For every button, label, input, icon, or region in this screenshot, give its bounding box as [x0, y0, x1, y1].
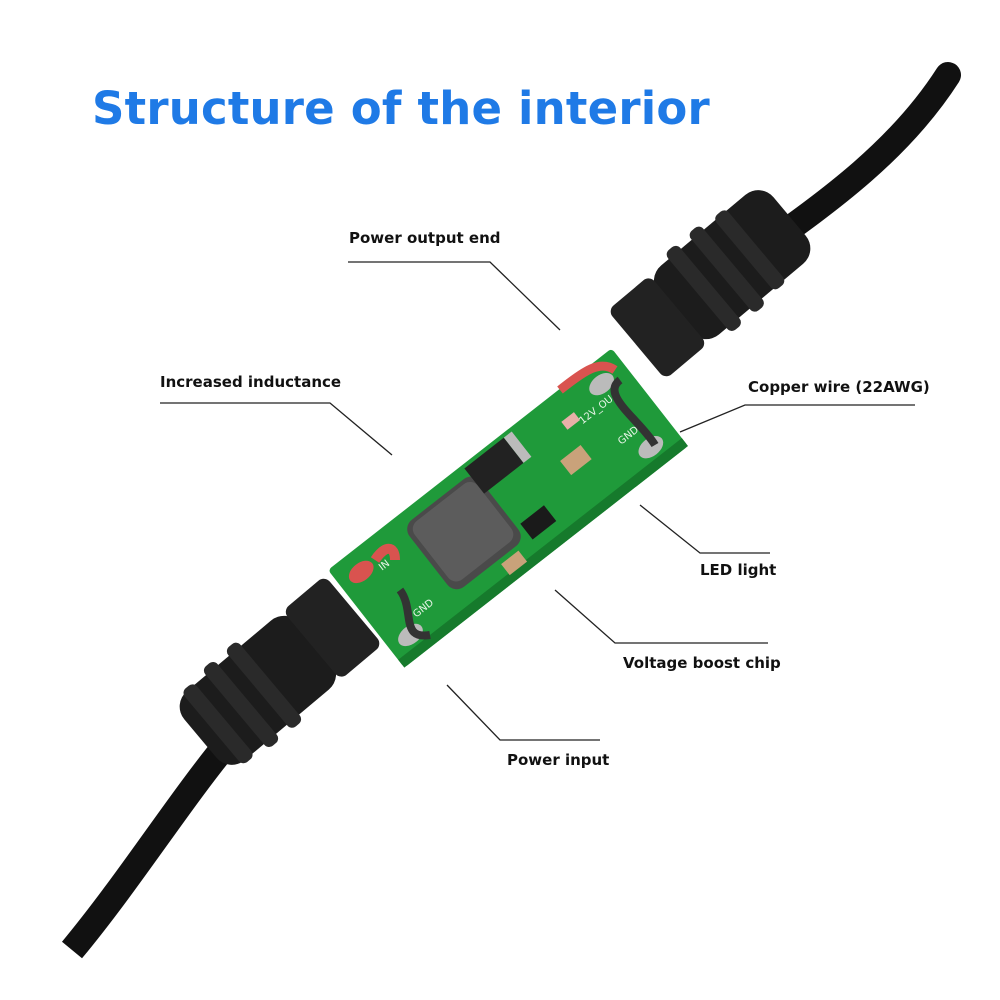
pcb-board: 12V_OU GND IN GND [329, 349, 689, 668]
callout-power-input: Power input [507, 751, 610, 769]
page-title: Structure of the interior [92, 82, 710, 135]
input-strain-relief [179, 578, 380, 765]
input-cable [61, 731, 240, 959]
output-strain-relief [610, 190, 811, 377]
black-wire-out [610, 376, 659, 448]
capacitor [560, 444, 592, 476]
black-wire-in [396, 587, 431, 640]
callout-led-light: LED light [700, 561, 777, 579]
red-wire-in [370, 543, 400, 563]
callout-increased-inductance: Increased inductance [160, 373, 342, 391]
callout-copper-wire: Copper wire (22AWG) [748, 378, 930, 396]
diode [464, 437, 524, 494]
callout-lines [160, 261, 915, 741]
led [561, 412, 581, 430]
callout-power-output-end: Power output end [349, 229, 501, 247]
callout-voltage-boost-chip: Voltage boost chip [623, 654, 781, 672]
red-wire-out [557, 361, 618, 394]
boost-chip [520, 505, 557, 540]
